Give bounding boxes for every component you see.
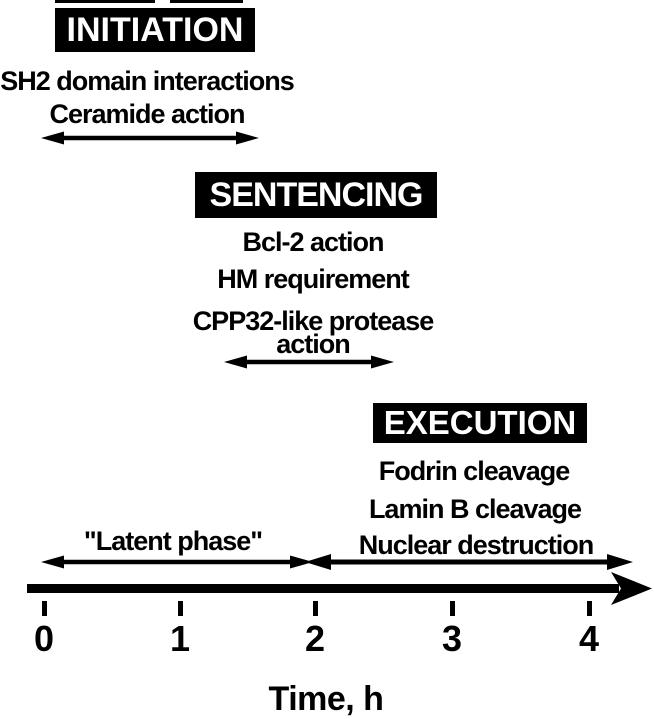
scan-artifact-line <box>55 0 155 3</box>
axis-tick-4 <box>587 601 592 616</box>
sentencing-item-cpp32-line1: CPP32-like protease <box>192 306 435 336</box>
execution-item-fodrin-cleavage: Fodrin cleavage <box>378 456 571 486</box>
axis-tick-label-3: 3 <box>441 618 463 659</box>
axis-tick-label-2: 2 <box>304 618 326 659</box>
latent-phase-arrow <box>41 555 313 569</box>
execution-item-nuclear-destruction: Nuclear destruction <box>358 530 595 560</box>
axis-tick-label-0: 0 <box>33 618 55 659</box>
sentencing-item-bcl2: Bcl-2 action <box>242 227 384 257</box>
scan-artifact-line <box>170 0 243 3</box>
sentencing-item-hm-requirement: HM requirement <box>217 264 410 294</box>
sentencing-item-cpp32-line2: action <box>276 329 351 359</box>
ceramide-action-arrow <box>41 131 259 145</box>
execution-item-lamin-b-cleavage: Lamin B cleavage <box>368 494 582 524</box>
axis-tick-3 <box>450 601 455 616</box>
axis-tick-0 <box>42 601 47 616</box>
initiation-phase-header: INITIATION <box>55 8 255 52</box>
time-axis-label: Time, h <box>268 680 384 718</box>
axis-tick-label-1: 1 <box>169 618 191 659</box>
time-axis-arrow <box>27 572 652 605</box>
initiation-item-sh2-domain: SH2 domain interactions <box>0 66 295 96</box>
execution-phase-header: EXECUTION <box>373 403 587 443</box>
cpp32-protease-arrow <box>224 355 394 369</box>
latent-phase-label: "Latent phase" <box>83 526 263 556</box>
axis-tick-1 <box>178 601 183 616</box>
initiation-item-ceramide: Ceramide action <box>49 99 245 129</box>
sentencing-phase-header: SENTENCING <box>195 172 437 218</box>
axis-tick-label-4: 4 <box>578 618 600 659</box>
axis-tick-2 <box>313 601 318 616</box>
nuclear-destruction-arrow <box>305 554 633 570</box>
